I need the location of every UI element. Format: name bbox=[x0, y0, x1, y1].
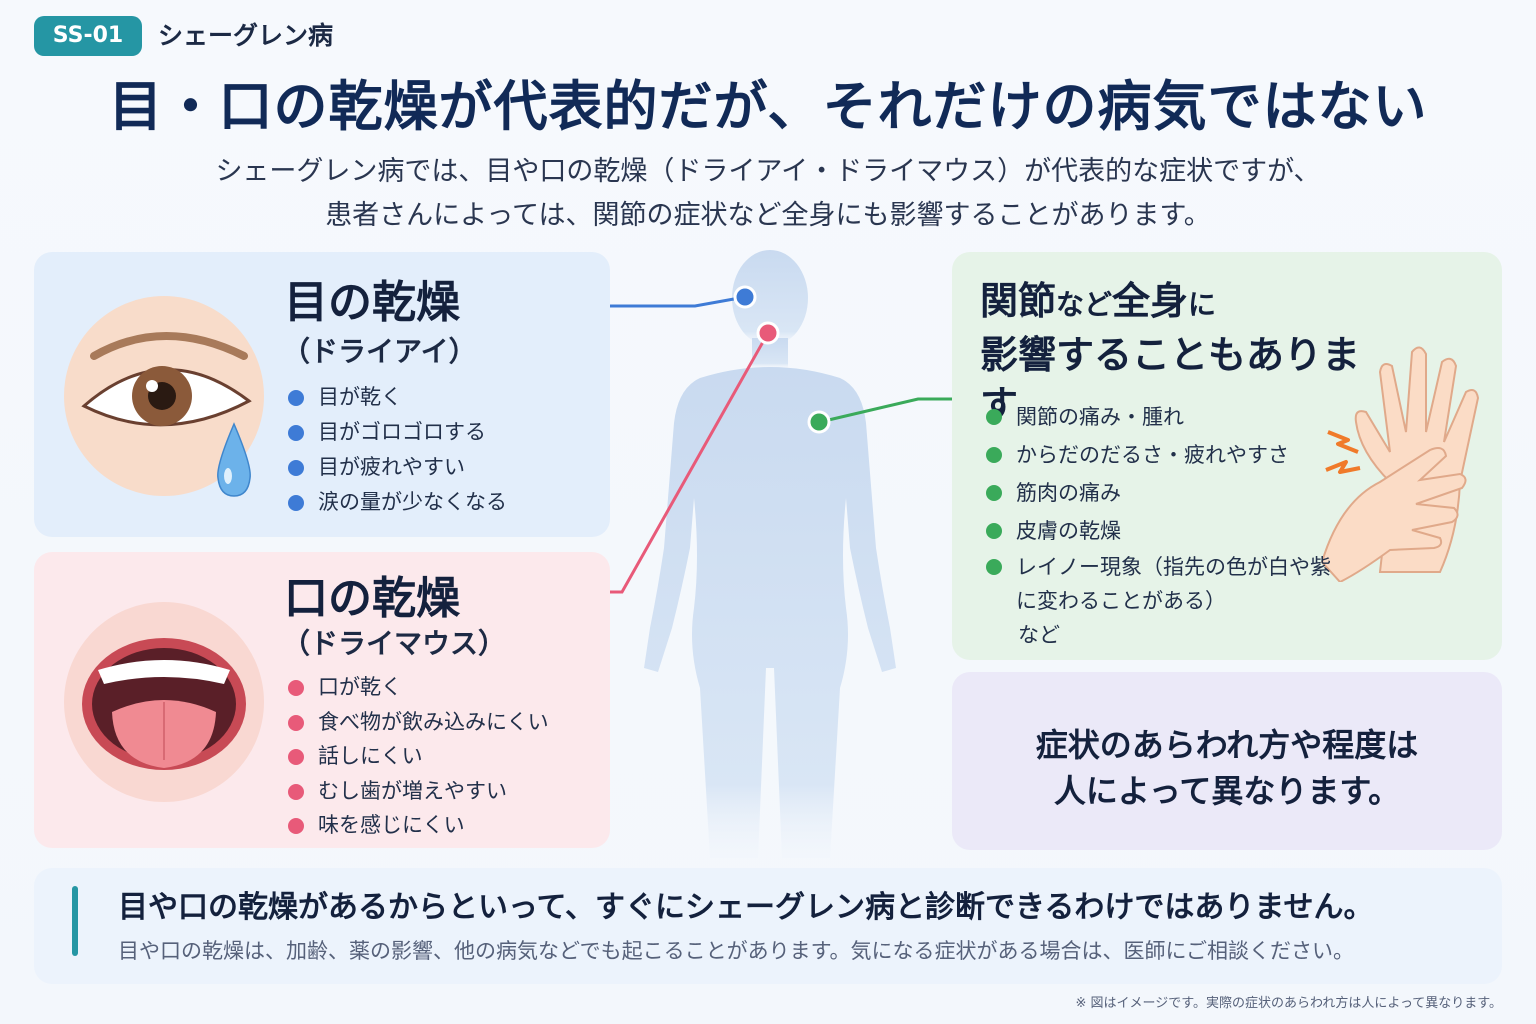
list-item: 話しにくい bbox=[288, 739, 549, 774]
bullet-dot-icon bbox=[288, 714, 304, 731]
bullet-dot-icon bbox=[986, 485, 1002, 501]
bullet-dot-icon bbox=[986, 523, 1002, 539]
pain-spark-icon bbox=[1325, 430, 1361, 474]
eye-panel-title: 目の乾燥 bbox=[284, 277, 460, 328]
joint-panel-title: 関節など全身に 影響することもあります bbox=[980, 279, 1361, 427]
eye-dryness-panel: 目の乾燥 （ドライアイ） 目が乾く 目がゴロゴロする 目が疲れやすい 涙の量が少… bbox=[34, 252, 610, 537]
bullet-dot-icon bbox=[288, 495, 304, 511]
hands-icon bbox=[1320, 346, 1480, 582]
list-item: レイノー現象（指先の色が白や紫に変わることがある） bbox=[986, 550, 1346, 618]
bullet-dot-icon bbox=[288, 460, 304, 476]
list-item: 食べ物が飲み込みにくい bbox=[288, 705, 549, 740]
list-item: 筋肉の痛み bbox=[986, 474, 1346, 512]
eye-illustration-icon bbox=[64, 296, 264, 496]
code-badge: SS-01 bbox=[34, 16, 142, 56]
list-item: 関節の痛み・腫れ bbox=[986, 398, 1346, 436]
bullet-dot-icon bbox=[288, 818, 304, 834]
eye-panel-subtitle: （ドライアイ） bbox=[282, 335, 477, 368]
open-mouth-icon bbox=[64, 602, 264, 802]
list-item: からだのだるさ・疲れやすさ bbox=[986, 436, 1346, 474]
footnote: ※ 図はイメージです。実際の症状のあらわれ方は人によって異なります。 bbox=[1075, 996, 1502, 1011]
bullet-dot-icon bbox=[986, 409, 1002, 425]
note-text: 症状のあらわれ方や程度は 人によって異なります。 bbox=[1035, 726, 1419, 810]
lead-line-2: 患者さんによっては、関節の症状など全身にも影響することがあります。 bbox=[325, 200, 1211, 231]
diagnosis-caution-panel: 目や口の乾燥があるからといって、すぐにシェーグレン病と診断できるわけではありませ… bbox=[34, 868, 1502, 984]
list-item: むし歯が増えやすい bbox=[288, 774, 549, 809]
human-body-silhouette-icon bbox=[644, 250, 896, 858]
caution-heading: 目や口の乾燥があるからといって、すぐにシェーグレン病と診断できるわけではありませ… bbox=[118, 890, 1374, 925]
eye-symptom-list: 目が乾く 目がゴロゴロする 目が疲れやすい 涙の量が少なくなる bbox=[288, 380, 507, 520]
mouth-symptom-list: 口が乾く 食べ物が飲み込みにくい 話しにくい むし歯が増えやすい 味を感じにくい bbox=[288, 670, 549, 843]
bullet-dot-icon bbox=[986, 559, 1002, 575]
list-item: 口が乾く bbox=[288, 670, 549, 705]
lead-line-1: シェーグレン病では、目や口の乾燥（ドライアイ・ドライマウス）が代表的な症状ですが… bbox=[215, 156, 1321, 187]
list-item: 目が疲れやすい bbox=[288, 450, 507, 485]
tear-drop-icon bbox=[217, 422, 251, 497]
bullet-dot-icon bbox=[288, 390, 304, 406]
joint-marker bbox=[807, 410, 831, 434]
list-item: 味を感じにくい bbox=[288, 808, 549, 843]
mouth-panel-title: 口の乾燥 bbox=[284, 573, 460, 624]
systemic-symptoms-panel: 関節など全身に 影響することもあります 関節の痛み・腫れ からだのだるさ・疲れや… bbox=[952, 252, 1502, 660]
bullet-dot-icon bbox=[986, 447, 1002, 463]
disease-name: シェーグレン病 bbox=[158, 21, 334, 50]
eye-marker bbox=[733, 285, 757, 309]
bullet-dot-icon bbox=[288, 425, 304, 441]
accent-bar bbox=[72, 886, 78, 956]
systemic-symptom-list: 関節の痛み・腫れ からだのだるさ・疲れやすさ 筋肉の痛み 皮膚の乾燥 レイノー現… bbox=[986, 398, 1346, 618]
lead-text: シェーグレン病では、目や口の乾燥（ドライアイ・ドライマウス）が代表的な症状ですが… bbox=[0, 150, 1536, 238]
mouth-panel-subtitle: （ドライマウス） bbox=[282, 627, 507, 660]
bullet-dot-icon bbox=[288, 749, 304, 765]
individual-variation-note: 症状のあらわれ方や程度は 人によって異なります。 bbox=[952, 672, 1502, 850]
list-item: 涙の量が少なくなる bbox=[288, 485, 507, 520]
list-item: 皮膚の乾燥 bbox=[986, 512, 1346, 550]
list-item: 目が乾く bbox=[288, 380, 507, 415]
bullet-dot-icon bbox=[288, 680, 304, 696]
caution-body: 目や口の乾燥は、加齢、薬の影響、他の病気などでも起こることがあります。気になる症… bbox=[118, 939, 1355, 963]
mouth-marker bbox=[756, 321, 780, 345]
mouth-dryness-panel: 口の乾燥 （ドライマウス） 口が乾く 食べ物が飲み込みにくい 話しにくい むし歯… bbox=[34, 552, 610, 848]
list-item: 目がゴロゴロする bbox=[288, 415, 507, 450]
joint-list-etc: など bbox=[1018, 623, 1060, 647]
page-title: 目・口の乾燥が代表的だが、それだけの病気ではない bbox=[108, 75, 1428, 138]
bullet-dot-icon bbox=[288, 783, 304, 800]
